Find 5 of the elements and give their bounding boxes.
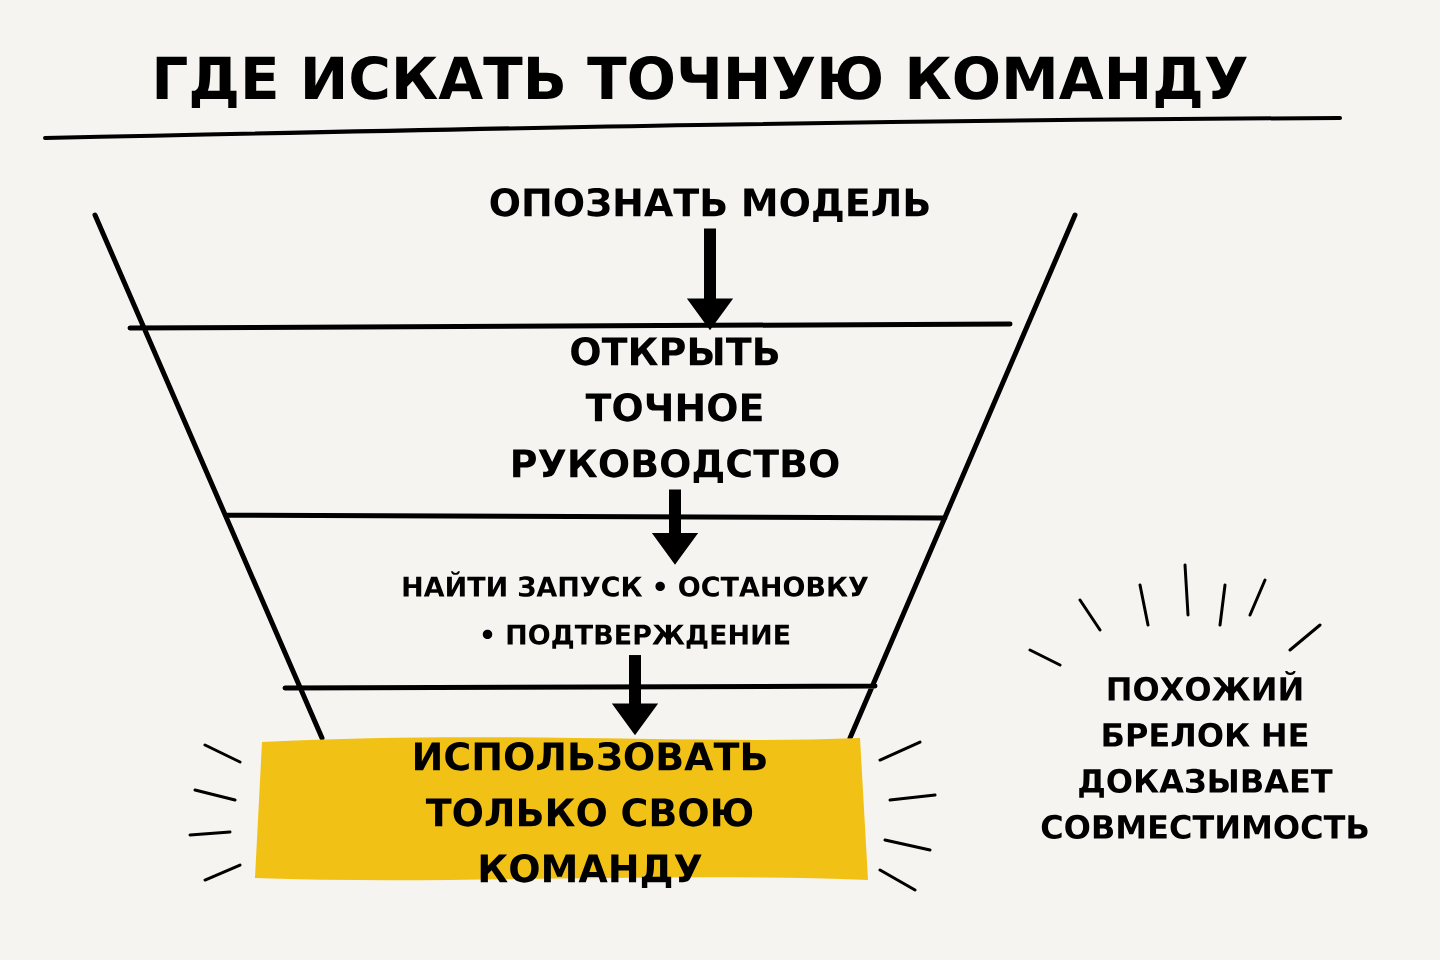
step-text: НАЙТИ ЗАПУСК • ОСТАНОВКУ • ПОДТВЕРЖДЕНИЕ <box>403 571 869 649</box>
title: ГДЕ ИСКАТЬ ТОЧНУЮ КОМАНДУ <box>156 55 1247 109</box>
note-text: ПОХОЖИЙ БРЕЛОК НЕ ДОКАЗЫВАЕТ СОВМЕСТИМОСТЬ <box>1041 670 1368 840</box>
step-text: ОТКРЫТЬ ТОЧНОЕ РУКОВОДСТВО <box>513 336 839 484</box>
step-text: ОПОЗНАТЬ МОДЕЛЬ <box>490 187 929 223</box>
